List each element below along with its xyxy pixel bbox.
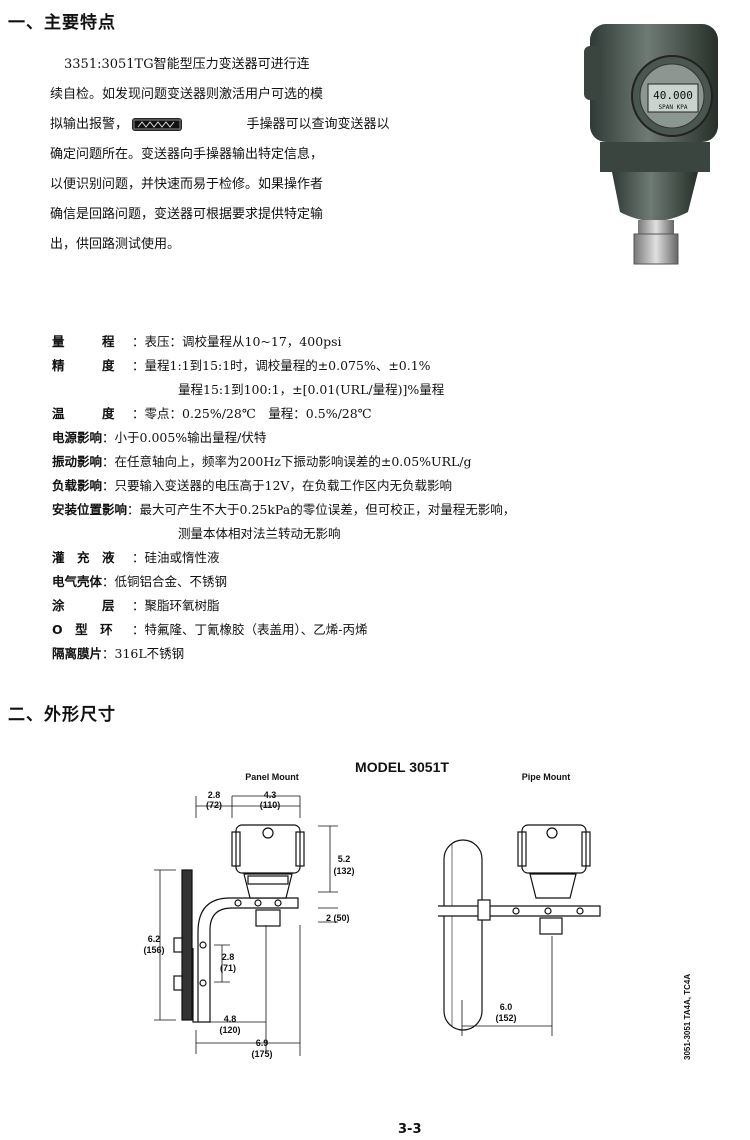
- spec-mounting-effect: 安装位置影响：最大可产生不大于0.25kPa的零位误差，但可校正，对量程无影响，: [52, 502, 516, 517]
- spec-o-ring: O 型 环：特氟隆、丁氰橡胶（表盖用）、乙烯-丙烯: [52, 622, 368, 637]
- dim-label: (132): [333, 866, 354, 876]
- spec-range: 量 程：表压：调校量程从10~17，400psi: [52, 334, 342, 349]
- dim-label: 2.8: [222, 952, 235, 962]
- spec-power-effect: 电源影响：小于0.005%输出量程/伏特: [52, 430, 267, 445]
- spec-coating: 涂 层：聚脂环氧树脂: [52, 598, 220, 613]
- dim-label: (175): [251, 1049, 272, 1059]
- dim-label: 5.2: [338, 854, 351, 864]
- dim-label: (71): [220, 963, 236, 973]
- spec-accuracy: 精 度：量程1:1到15:1时，调校量程的±0.075%、±0.1%: [52, 358, 431, 373]
- intro-line-7: 出，供回路测试使用。: [50, 237, 181, 252]
- hand-held-communicator-icon: [132, 118, 183, 131]
- intro-line-4: 确定问题所在。变送器向手操器输出特定信息，: [50, 147, 324, 162]
- intro-line-1: 3351:3051TG智能型压力变送器可进行连: [64, 57, 310, 72]
- intro-line-5: 以便识别问题，并快速而易于检修。如果操作者: [50, 177, 324, 192]
- dimension-drawing: MODEL 3051T Panel Mount Pipe Mount 2.8 (…: [0, 740, 750, 1080]
- section-2-title: 二、外形尺寸: [8, 705, 116, 725]
- panel-mount-label: Panel Mount: [245, 772, 299, 782]
- model-title: MODEL 3051T: [355, 759, 449, 775]
- dim-label: 6.0: [500, 1002, 513, 1012]
- drawing-code: 3051-3051 TA4A, TC4A: [683, 974, 692, 1060]
- spec-vibration-effect: 振动影响：在任意轴向上，频率为200Hz下振动影响误差的±0.05%URL/g: [52, 454, 472, 469]
- spec-load-effect: 负载影响：只要输入变送器的电压高于12V，在负载工作区内无负载影响: [52, 478, 452, 493]
- spec-temperature: 温 度：零点：0.25%/28℃ 量程：0.5%/28℃: [52, 406, 372, 421]
- dim-label: 4.8: [224, 1014, 237, 1024]
- pipe-mount-label: Pipe Mount: [522, 772, 571, 782]
- display-unit: SPAN KPA: [659, 104, 688, 111]
- spec-accuracy-2: 量程15:1到100:1，±[0.01(URL/量程)]%量程: [178, 382, 445, 397]
- transmitter-photo: 40.000 SPAN KPA: [584, 16, 724, 268]
- intro-line-3b: 手操器可以查询变送器以: [246, 117, 390, 132]
- intro-line-3: 拟输出报警， 手操器可以查询变送器以: [50, 110, 389, 140]
- intro-line-6: 确信是回路问题，变送器可根据要求提供特定输: [50, 207, 324, 222]
- intro-line-3a: 拟输出报警，: [50, 117, 129, 132]
- dim-label: 6.9: [256, 1038, 269, 1048]
- dim-label: 2.8: [208, 790, 221, 800]
- spec-mounting-effect-2: 测量本体相对法兰转动无影响: [178, 526, 341, 541]
- spec-fill-fluid: 灌 充 液：硅油或惰性液: [52, 550, 220, 565]
- spec-housing: 电气壳体：低铜铝合金、不锈钢: [52, 574, 228, 589]
- display-value: 40.000: [653, 89, 693, 102]
- section-1-title: 一、主要特点: [8, 13, 116, 33]
- dim-label: (152): [495, 1013, 516, 1023]
- dim-label: 2 (50): [326, 913, 350, 923]
- dim-label: (156): [143, 945, 164, 955]
- dim-label: (72): [206, 800, 222, 810]
- intro-line-2: 续自检。如发现问题变送器则激活用户可选的模: [50, 87, 324, 102]
- dim-label: 6.2: [148, 934, 161, 944]
- dim-label: (120): [219, 1025, 240, 1035]
- spec-diaphragm: 隔离膜片：316L不锈钢: [52, 646, 185, 661]
- dim-label: (110): [260, 800, 281, 810]
- page-number: 3-3: [398, 1122, 422, 1137]
- dim-label: 4.3: [264, 790, 277, 800]
